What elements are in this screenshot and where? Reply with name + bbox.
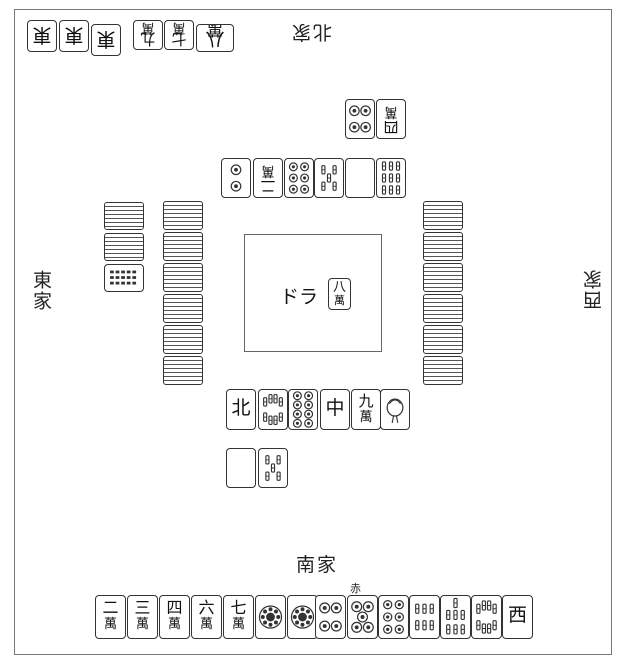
dora-indicator-tile: 八 萬 [328, 278, 351, 310]
south-discard-tile [288, 389, 318, 430]
pin-circles-icon [349, 105, 371, 133]
south-hand-tile[interactable]: 四萬 [159, 595, 190, 639]
south-discard-tile: 北 [226, 389, 256, 430]
south-hand-tile[interactable]: 七萬 [223, 595, 254, 639]
south-discard-tile [258, 389, 288, 430]
pin-circles-icon [290, 605, 315, 629]
north-discard-tile: 四萬 [376, 99, 406, 139]
pin-circles-icon [230, 164, 242, 192]
seat-west-label: 西家 [583, 268, 605, 310]
north-hand-tile: 東 [27, 20, 57, 52]
south-discard-tile [226, 448, 256, 488]
game-table [14, 9, 612, 655]
south-hand-tile[interactable] [255, 595, 286, 639]
east-wall-tile [104, 202, 144, 230]
seat-east-label: 東家 [30, 270, 52, 312]
wall-tile-back [163, 201, 203, 230]
wall-tile-back [423, 325, 463, 354]
sou-sticks-icon [415, 603, 434, 631]
wall-tile-back [423, 201, 463, 230]
south-hand-tile[interactable] [378, 595, 409, 639]
north-hand-tile: 七萬 [164, 20, 194, 50]
pin-circles-icon [319, 602, 342, 632]
south-hand-tile[interactable]: 西 [502, 595, 533, 639]
south-hand-tile[interactable]: 三萬 [127, 595, 158, 639]
aka-dora-marker: 赤 [350, 582, 361, 595]
south-hand-tile[interactable]: 二萬 [95, 595, 126, 639]
pin-circles-icon [258, 605, 283, 629]
wall-tile-back [423, 263, 463, 292]
south-hand-tile[interactable] [315, 595, 346, 639]
north-hand-tile: 九萬 [133, 20, 163, 50]
south-discard-tile: 中 [320, 389, 350, 430]
north-discard-tile [345, 158, 375, 198]
seat-north-label: 北家 [290, 21, 333, 43]
sou-sticks-icon [446, 597, 465, 635]
wall-tile-back [423, 356, 463, 385]
north-discard-tile [284, 158, 314, 198]
south-hand-tile[interactable] [347, 595, 378, 639]
pin-circles-icon [292, 391, 314, 428]
north-discard-tile [221, 158, 251, 198]
pin-circles-icon [288, 162, 310, 194]
north-hand-tile: 八萬 [196, 24, 234, 52]
south-hand-tile[interactable] [409, 595, 440, 639]
north-discard-tile: 二萬 [253, 158, 283, 198]
wall-tile-back [163, 232, 203, 261]
seat-south-label: 南家 [296, 554, 339, 576]
wall-tile-back [163, 294, 203, 323]
south-hand-tile[interactable] [471, 595, 502, 639]
south-discard-tile: 九萬 [351, 389, 381, 430]
south-hand-tile[interactable]: 六萬 [191, 595, 222, 639]
wall-tile-back [163, 263, 203, 292]
dora-label: ドラ [280, 286, 319, 308]
sou-sticks-icon [476, 600, 497, 634]
south-hand-tile[interactable] [287, 595, 318, 639]
sou-sticks-icon [265, 455, 281, 481]
south-hand-tile[interactable] [440, 595, 471, 639]
north-discard-tile [314, 158, 344, 198]
wall-tile-back [423, 232, 463, 261]
pin-circles-icon [351, 601, 374, 633]
south-discard-tile [258, 448, 288, 488]
north-hand-tile: 東 [91, 24, 121, 56]
north-hand-tile: 東 [59, 20, 89, 52]
sou-sticks-icon [381, 161, 401, 195]
east-wall-tile [104, 233, 144, 261]
dora-panel [244, 234, 382, 352]
north-discard-tile [376, 158, 406, 198]
wall-tile-back [163, 325, 203, 354]
wall-tile-back [163, 356, 203, 385]
sou-sticks-icon [321, 165, 337, 191]
north-discard-tile [345, 99, 375, 139]
sou-sticks-icon [263, 394, 283, 425]
bird-icon [386, 398, 404, 423]
pin-circles-icon [383, 599, 404, 635]
wall-tile-back [423, 294, 463, 323]
south-discard-tile [380, 389, 410, 430]
east-discard-8sou-sideways [104, 264, 144, 292]
